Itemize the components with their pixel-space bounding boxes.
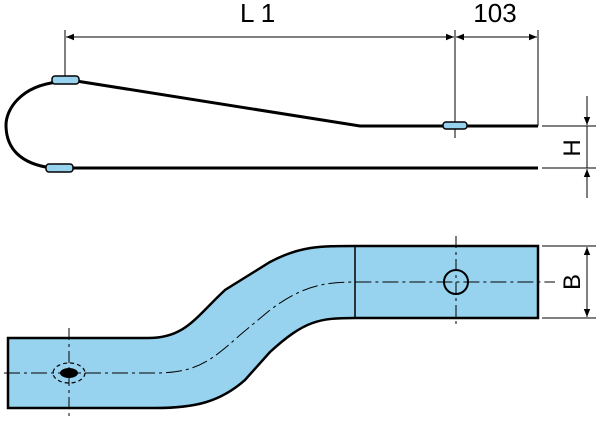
eye-bolt-slot-outer (52, 362, 86, 384)
dimension-label-l1: L 1 (240, 0, 275, 28)
eye-bolt-slot (60, 368, 78, 378)
centerline (4, 281, 555, 374)
center-bolt-hole (443, 269, 469, 295)
center-bolt-head (442, 121, 468, 130)
dimension-label-b: B (559, 274, 586, 290)
upper-leaf-outline (58, 78, 538, 128)
dimension-label-h: H (559, 139, 586, 156)
spring-eye-outline (4, 80, 59, 170)
eye-clamp-bottom (45, 163, 74, 173)
side-view: L 1 103 H (4, 0, 596, 198)
dimension-label-103: 103 (473, 0, 516, 28)
eye-clamp-top (51, 75, 80, 85)
plan-view: B (4, 236, 596, 420)
